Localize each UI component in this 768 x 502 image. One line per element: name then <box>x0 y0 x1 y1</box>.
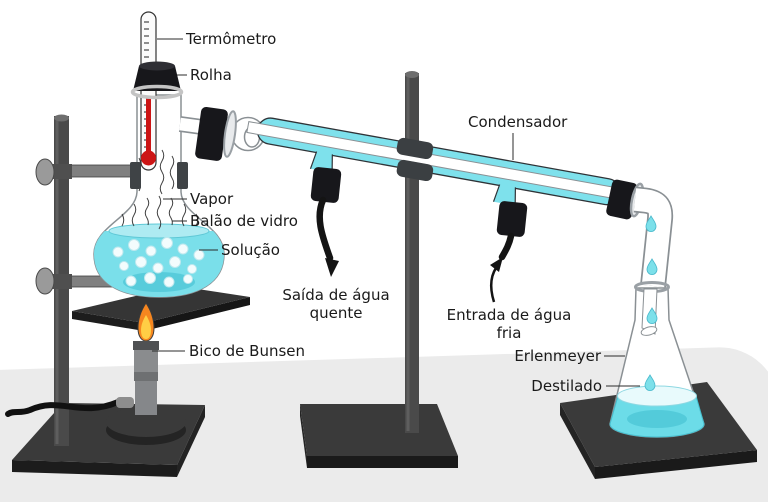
condenser-clamp-upper <box>396 137 434 160</box>
flask-mouth-rim <box>130 84 184 100</box>
middle-stand-tray <box>300 404 458 468</box>
solution-bottom-shade <box>123 272 195 292</box>
label-entrada-agua-fria-line2: fria <box>497 324 522 342</box>
solution-bubbles <box>112 237 205 288</box>
water-inlet-port <box>493 184 516 206</box>
label-solucao: Solução <box>221 241 280 259</box>
condenser-outlet-cork <box>606 179 638 220</box>
cork <box>496 201 528 237</box>
tray-front-edge <box>307 456 458 468</box>
label-saida-agua-quente-line2: quente <box>310 304 363 322</box>
condenser-inlet-cork <box>195 106 228 161</box>
distillate-surface <box>617 385 697 407</box>
plate-side-edge <box>144 297 250 331</box>
burner-collar <box>133 341 159 350</box>
middle-stand-rod <box>405 71 419 433</box>
annotations: Termômetro Rolha Vapor Balão de vidro So… <box>152 30 640 395</box>
tray-side-edge <box>560 403 595 479</box>
upper-clamp-block <box>50 164 72 179</box>
neck-clamp-left-jaw <box>130 162 141 189</box>
delivery-tube-glass <box>633 188 672 288</box>
solution <box>94 223 224 297</box>
cold-water-inlet-cork <box>496 201 528 237</box>
flame-inner <box>141 315 151 339</box>
stopper-top <box>139 61 175 71</box>
upper-clamp-knob <box>35 158 55 186</box>
label-balao-de-vidro: Balão de vidro <box>190 212 298 230</box>
lower-clamp-block <box>50 274 72 289</box>
mercury-bulb <box>141 150 156 166</box>
label-erlenmeyer: Erlenmeyer <box>514 347 601 365</box>
hot-water-arrowhead <box>325 258 339 277</box>
tray-side-edge <box>300 404 307 468</box>
label-condensador: Condensador <box>468 113 568 131</box>
flask-side-arm <box>178 106 266 161</box>
distillate-bottom-shade <box>627 410 687 428</box>
cold-water-hose <box>498 232 515 261</box>
rubber-stopper <box>133 66 181 91</box>
tray-top <box>300 404 458 456</box>
round-bottom-flask <box>93 94 225 298</box>
burner-barrel-upper <box>134 350 158 372</box>
plate-top <box>72 286 250 323</box>
label-termometro: Termômetro <box>185 30 276 48</box>
burner-air-ring <box>134 372 158 381</box>
cork <box>606 179 638 220</box>
label-saida-agua-quente-line1: Saída de água <box>282 286 389 304</box>
condenser-clamp-lower <box>396 159 434 182</box>
plate-front-edge <box>72 311 144 331</box>
label-bico-de-bunsen: Bico de Bunsen <box>189 342 305 360</box>
erlenmeyer-flask <box>609 287 705 438</box>
burner-base-top <box>106 407 186 437</box>
cold-water-arrowhead <box>490 257 503 272</box>
bunsen-burner <box>5 302 186 445</box>
cork-ring <box>223 110 237 158</box>
solution-surface <box>108 223 210 239</box>
hot-water-hose <box>316 196 334 262</box>
tray-front-edge <box>595 450 757 479</box>
rod-highlight <box>406 75 410 431</box>
mercury-column <box>146 96 151 154</box>
rod-cap <box>405 71 419 78</box>
label-destilado: Destilado <box>531 377 602 395</box>
burner-barrel-lower <box>135 381 157 415</box>
condenser-inner-tube <box>246 121 644 204</box>
cork <box>310 167 342 203</box>
tray-side-edge <box>177 405 205 477</box>
rod-cap <box>54 114 69 122</box>
inner-tube-opening <box>640 326 658 336</box>
cork <box>195 106 228 161</box>
neck-clamp-right-jaw <box>177 162 188 189</box>
condenser <box>246 117 644 206</box>
label-rolha: Rolha <box>190 66 232 84</box>
tray-front-edge <box>12 460 177 477</box>
label-vapor: Vapor <box>190 190 234 208</box>
water-outlet-port <box>310 151 333 173</box>
hot-water-outlet-cork <box>310 167 342 203</box>
thermometer <box>130 11 184 171</box>
heating-plate <box>72 286 250 331</box>
gas-valve <box>116 397 134 408</box>
lower-clamp-knob <box>35 267 55 295</box>
label-entrada-agua-fria-line1: Entrada de água <box>447 306 572 324</box>
gas-hose <box>5 399 121 417</box>
